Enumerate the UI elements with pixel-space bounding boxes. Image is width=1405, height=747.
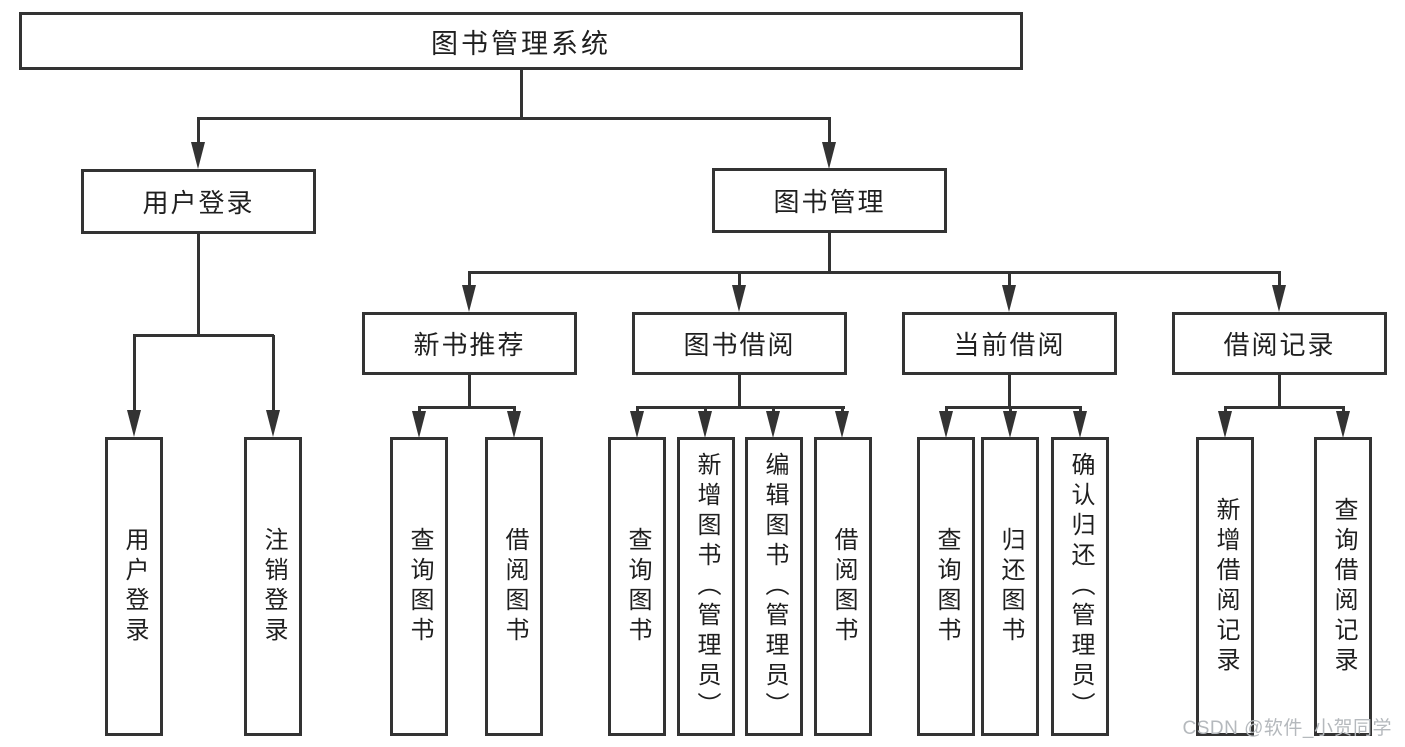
node-new-book-recommend-label: 新书推荐 xyxy=(413,330,526,360)
connector-bb-line-2 xyxy=(704,407,707,414)
node-current-borrow-label: 当前借阅 xyxy=(953,330,1066,360)
node-root-label: 图书管理系统 xyxy=(431,28,611,59)
leaf-user-login-label: 用户登录 xyxy=(121,526,148,647)
node-user-login-label: 用户登录 xyxy=(142,188,255,218)
leaf-query-book-recommend-label: 查询图书 xyxy=(406,526,433,647)
leaf-edit-book-admin: 编辑图书（管理员） xyxy=(745,437,803,736)
connector-nbr-line-1 xyxy=(418,407,421,414)
connector-bm-line-3 xyxy=(1008,273,1011,287)
connector-book-mgmt-branch xyxy=(468,271,1281,274)
leaf-add-borrow-record: 新增借阅记录 xyxy=(1196,437,1254,736)
connector-bb-line-3 xyxy=(772,407,775,414)
arrow-nbr-borrow-book xyxy=(507,411,521,438)
leaf-return-book-label: 归还图书 xyxy=(997,526,1024,647)
node-current-borrow: 当前借阅 xyxy=(902,312,1117,375)
node-root: 图书管理系统 xyxy=(19,12,1023,70)
arrow-br-add-record xyxy=(1218,411,1232,438)
leaf-add-borrow-record-label: 新增借阅记录 xyxy=(1212,496,1239,677)
connector-book-mgmt-stub xyxy=(828,233,831,274)
leaf-edit-book-admin-label: 编辑图书（管理员） xyxy=(761,451,788,722)
connector-root-stub xyxy=(520,70,523,119)
connector-br-stub xyxy=(1278,375,1281,408)
leaf-query-book-current-label: 查询图书 xyxy=(933,526,960,647)
connector-bm-line-4 xyxy=(1278,273,1281,287)
connector-bm-line-1 xyxy=(468,273,471,287)
node-borrow-records: 借阅记录 xyxy=(1172,312,1387,375)
leaf-add-book-admin-label: 新增图书（管理员） xyxy=(693,451,720,722)
leaf-confirm-return-admin: 确认归还（管理员） xyxy=(1051,437,1109,736)
leaf-confirm-return-admin-label: 确认归还（管理员） xyxy=(1067,451,1094,722)
arrow-bb-borrow-book xyxy=(835,411,849,438)
connector-cb-branch xyxy=(945,406,1082,409)
connector-bb-stub xyxy=(738,375,741,408)
connector-root-right-line xyxy=(828,118,831,146)
connector-cb-line-3 xyxy=(1079,407,1082,414)
leaf-query-borrow-record: 查询借阅记录 xyxy=(1314,437,1372,736)
node-new-book-recommend: 新书推荐 xyxy=(362,312,577,375)
connector-nbr-stub xyxy=(468,375,471,408)
leaf-logout-label: 注销登录 xyxy=(260,526,287,647)
connector-user-login-stub xyxy=(197,234,200,335)
connector-nbr-line-2 xyxy=(513,407,516,414)
connector-root-left-line xyxy=(197,118,200,146)
connector-nbr-branch xyxy=(418,406,516,409)
leaf-borrow-book-recommend-label: 借阅图书 xyxy=(501,526,528,647)
arrow-to-book-borrow xyxy=(732,285,746,312)
connector-br-branch xyxy=(1224,406,1345,409)
leaf-query-book-borrow-label: 查询图书 xyxy=(624,526,651,647)
leaf-user-login: 用户登录 xyxy=(105,437,163,736)
connector-bb-line-4 xyxy=(841,407,844,414)
leaf-return-book: 归还图书 xyxy=(981,437,1039,736)
node-book-management: 图书管理 xyxy=(712,168,947,233)
connector-user-login-right-line xyxy=(272,335,275,413)
connector-cb-stub xyxy=(1008,375,1011,408)
node-book-borrow: 图书借阅 xyxy=(632,312,847,375)
arrow-to-user-login xyxy=(191,142,205,169)
node-user-login: 用户登录 xyxy=(81,169,316,234)
arrow-br-query-record xyxy=(1336,411,1350,438)
connector-cb-line-1 xyxy=(945,407,948,414)
arrow-to-leaf-logout xyxy=(266,410,280,437)
leaf-borrow-book-label: 借阅图书 xyxy=(830,526,857,647)
node-book-management-label: 图书管理 xyxy=(773,187,886,217)
node-book-borrow-label: 图书借阅 xyxy=(683,330,796,360)
arrow-to-book-management xyxy=(822,142,836,169)
arrow-cb-query-book xyxy=(939,411,953,438)
leaf-query-book-borrow: 查询图书 xyxy=(608,437,666,736)
connector-user-login-branch xyxy=(133,334,274,337)
csdn-watermark: CSDN @软件_小贺同学 xyxy=(1182,718,1392,739)
arrow-to-current-borrow xyxy=(1002,285,1016,312)
arrow-nbr-query-book xyxy=(412,411,426,438)
node-borrow-records-label: 借阅记录 xyxy=(1223,330,1336,360)
leaf-query-book-current: 查询图书 xyxy=(917,437,975,736)
arrow-to-borrow-records xyxy=(1272,285,1286,312)
connector-br-line-2 xyxy=(1342,407,1345,414)
leaf-query-borrow-record-label: 查询借阅记录 xyxy=(1330,496,1357,677)
connector-bb-line-1 xyxy=(636,407,639,414)
arrow-to-leaf-user-login xyxy=(127,410,141,437)
arrow-bb-edit-book xyxy=(766,411,780,438)
connector-br-line-1 xyxy=(1224,407,1227,414)
leaf-logout: 注销登录 xyxy=(244,437,302,736)
connector-root-branch xyxy=(197,117,831,120)
connector-cb-line-2 xyxy=(1009,407,1012,414)
arrow-to-new-book-recommend xyxy=(462,285,476,312)
leaf-query-book-recommend: 查询图书 xyxy=(390,437,448,736)
connector-user-login-left-line xyxy=(133,335,136,413)
connector-bm-line-2 xyxy=(738,273,741,287)
leaf-borrow-book: 借阅图书 xyxy=(814,437,872,736)
leaf-borrow-book-recommend: 借阅图书 xyxy=(485,437,543,736)
arrow-cb-return-book xyxy=(1003,411,1017,438)
connector-bb-branch xyxy=(636,406,845,409)
arrow-bb-query-book xyxy=(630,411,644,438)
arrow-bb-add-book xyxy=(698,411,712,438)
arrow-cb-confirm-return xyxy=(1073,411,1087,438)
leaf-add-book-admin: 新增图书（管理员） xyxy=(677,437,735,736)
